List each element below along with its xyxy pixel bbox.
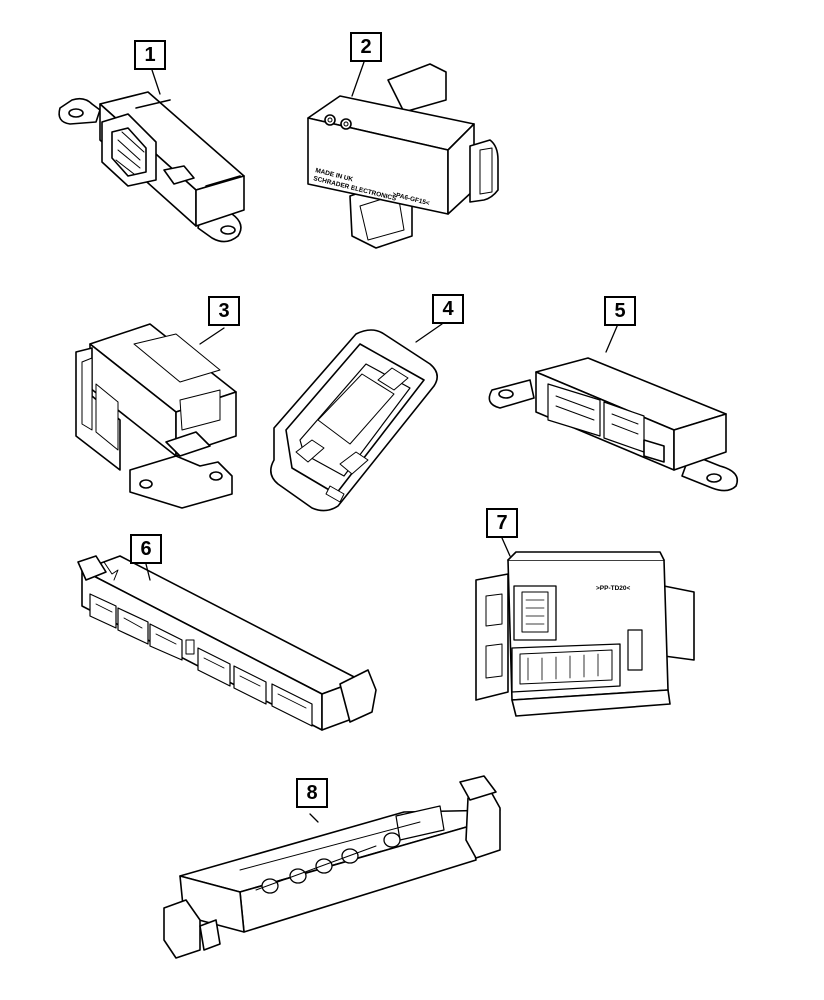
part-7-module: >PP-TD20< [475,551,695,717]
part-3-module [75,323,237,509]
part-8-module [163,775,501,959]
callout-2: 2 [350,32,382,62]
callout-8: 8 [296,778,328,808]
callout-7: 7 [486,508,518,538]
part-6-module [77,555,377,731]
leader-lines [145,61,619,823]
callout-1: 1 [134,40,166,70]
part-4-bracket [270,329,438,512]
part-1-module [58,91,245,243]
callout-6: 6 [130,534,162,564]
part-2-module: MADE IN UK SCHRADER ELECTRONICS >PA6-GF1… [307,63,499,249]
callout-3: 3 [208,296,240,326]
part-5-module [488,357,739,492]
callout-4: 4 [432,294,464,324]
part-7-code-label: >PP-TD20< [596,585,631,592]
callout-5: 5 [604,296,636,326]
